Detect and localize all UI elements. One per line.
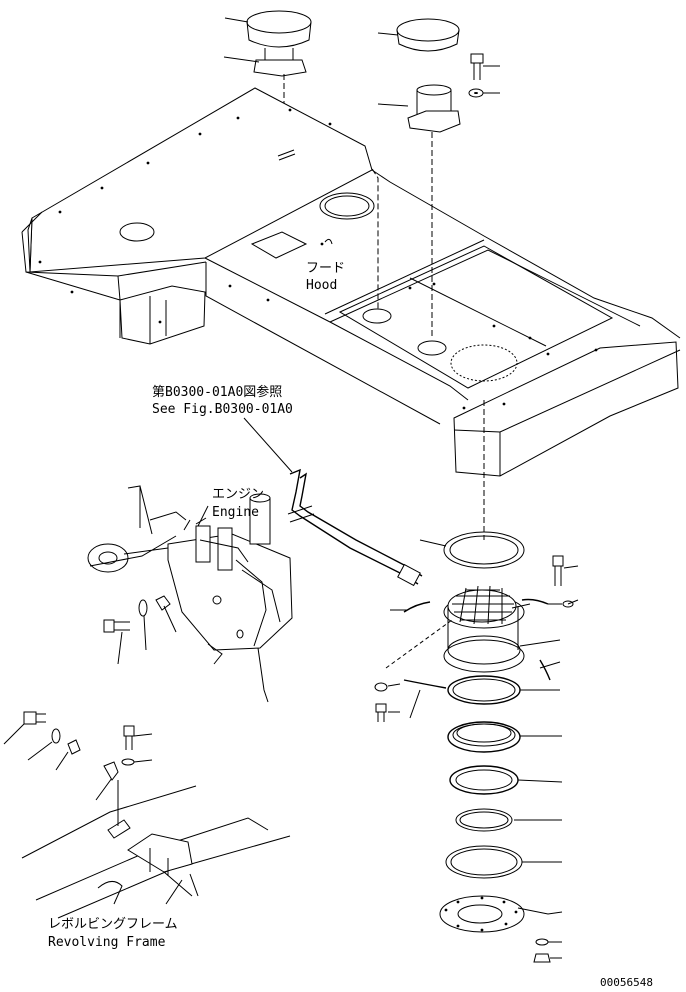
rain-cap-left — [246, 10, 312, 77]
hood-label-jp: フード — [306, 261, 345, 276]
engine-label-en: Engine — [212, 505, 259, 520]
engine-assembly — [87, 485, 293, 703]
gasket-lower — [445, 845, 523, 879]
bolt-engine-left — [103, 595, 171, 633]
gasket-top — [443, 531, 525, 569]
frame-label-en: Revolving Frame — [48, 935, 166, 950]
bolt-frame-left — [23, 711, 81, 755]
seal-ring-4 — [455, 808, 513, 832]
engine-label-jp: エンジン — [212, 487, 264, 502]
washer-bottom — [535, 938, 549, 946]
revolving-frame — [21, 785, 291, 919]
clamp-lower-left — [403, 679, 447, 689]
bolt-top-right — [468, 53, 484, 98]
washer-left-stack — [374, 682, 388, 692]
reference-label-jp: 第B0300-01A0図参照 — [152, 384, 282, 400]
rain-cap-right — [396, 18, 460, 52]
clamp-left — [403, 601, 431, 613]
hood-body — [21, 87, 681, 477]
clamp-lower-right — [539, 659, 551, 681]
bolt-right-stack — [552, 555, 574, 608]
nut-bottom — [533, 953, 551, 963]
frame-label-jp: レボルビングフレーム — [48, 917, 178, 932]
bolt-left-stack — [375, 703, 387, 722]
exhaust-stack — [407, 84, 461, 133]
clamp-right — [521, 598, 549, 605]
intake-hose — [287, 468, 423, 587]
reference-label-en: See Fig.B0300-01A0 — [152, 402, 293, 417]
base-flange — [439, 895, 525, 933]
drawing-number: 00056548 — [600, 976, 653, 989]
seal-ring-1 — [447, 675, 521, 705]
seal-ring-3 — [449, 765, 519, 795]
flange-pipe-with-screen — [443, 585, 525, 673]
seal-ring-2 — [447, 721, 521, 753]
bolt-frame-center — [121, 725, 135, 766]
hood-label-en: Hood — [306, 278, 337, 293]
